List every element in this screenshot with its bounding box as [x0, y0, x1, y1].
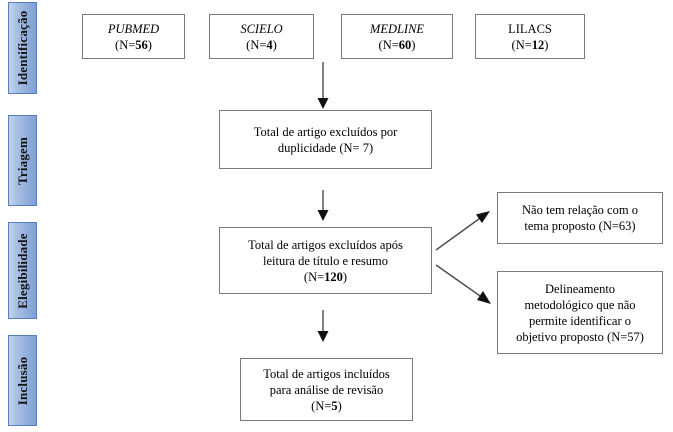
box-reason-method-text: Delineamento metodológico que não permit…: [502, 281, 658, 345]
source-count-scielo: (N=4): [246, 37, 277, 52]
stage-badge-identificacao: Identificação: [8, 2, 37, 94]
source-name-medline: MEDLINE: [369, 21, 425, 36]
source-box-lilacs-text: LILACS (N=12): [480, 21, 580, 53]
source-box-lilacs: LILACS (N=12): [475, 14, 585, 59]
source-box-scielo: SCIELO (N=4): [209, 14, 314, 59]
screened-line1: Total de artigos excluídos após: [248, 237, 403, 252]
screened-line2: leitura de título e resumo: [263, 253, 388, 268]
reason-offtopic-line1: Não tem relação com o: [522, 203, 638, 217]
source-count-lilacs: (N=12): [511, 37, 549, 52]
stage-label-elegibilidade: Elegibilidade: [14, 232, 30, 309]
source-count-value-pubmed: 56: [135, 37, 148, 52]
source-box-pubmed-text: PUBMED (N=56): [87, 21, 180, 53]
arrow-screened-to-reason-offtopic: [435, 211, 490, 251]
reason-method-line3: permite identificar o: [528, 313, 632, 328]
box-duplicates-excluded: Total de artigo excluídos por duplicidad…: [219, 110, 432, 169]
source-name-scielo: SCIELO: [240, 21, 283, 36]
stage-badge-inclusao: Inclusão: [8, 335, 37, 426]
arrow-duplicates-to-screened: [317, 190, 329, 221]
screened-count-value: 120: [324, 269, 343, 284]
reason-offtopic-line2: tema proposto (N=63): [524, 219, 636, 233]
included-line3: (N=5): [311, 398, 342, 413]
box-screened-excluded-text: Total de artigos excluídos após leitura …: [224, 237, 427, 285]
source-box-medline-text: MEDLINE (N=60): [346, 21, 448, 53]
stage-label-identificacao: Identificação: [14, 10, 30, 86]
reason-method-line2: metodológico que não: [524, 297, 636, 312]
source-count-value-medline: 60: [398, 37, 412, 52]
stage-label-inclusao: Inclusão: [14, 356, 30, 405]
source-count-value-lilacs: 12: [531, 37, 545, 52]
arrow-sources-to-duplicates: [317, 62, 329, 109]
box-screened-excluded: Total de artigos excluídos após leitura …: [219, 227, 432, 294]
duplicates-line1: Total de artigo excluídos por: [253, 124, 398, 139]
included-line1: Total de artigos incluídos: [263, 366, 390, 381]
source-count-medline: (N=60): [378, 37, 416, 52]
arrow-screened-to-reason-method: [435, 264, 491, 304]
included-line2: para análise de revisão: [269, 382, 384, 397]
source-box-pubmed: PUBMED (N=56): [82, 14, 185, 59]
included-count-value: 5: [331, 398, 338, 413]
source-count-pubmed: (N=56): [115, 37, 152, 52]
screened-line3: (N=120): [303, 269, 348, 284]
source-name-pubmed: PUBMED: [107, 21, 160, 36]
source-count-value-scielo: 4: [266, 37, 273, 52]
stage-badge-triagem: Triagem: [8, 115, 37, 206]
source-box-medline: MEDLINE (N=60): [341, 14, 453, 59]
box-included-studies-text: Total de artigos incluídos para análise …: [245, 366, 408, 414]
box-reason-method: Delineamento metodológico que não permit…: [497, 271, 663, 354]
arrow-screened-to-included: [317, 310, 329, 342]
box-duplicates-excluded-text: Total de artigo excluídos por duplicidad…: [224, 124, 427, 156]
stage-label-triagem: Triagem: [14, 136, 30, 185]
source-name-lilacs: LILACS: [508, 21, 552, 36]
box-reason-offtopic: Não tem relação com o tema proposto (N=6…: [497, 192, 663, 244]
box-included-studies: Total de artigos incluídos para análise …: [240, 358, 413, 421]
reason-method-line4: objetivo proposto (N=57): [516, 329, 644, 344]
source-box-scielo-text: SCIELO (N=4): [214, 21, 309, 53]
reason-method-line1: Delineamento: [544, 281, 616, 296]
stage-badge-elegibilidade: Elegibilidade: [8, 222, 37, 319]
box-reason-offtopic-text: Não tem relação com o tema proposto (N=6…: [502, 202, 658, 234]
duplicates-line2: duplicidade (N= 7): [277, 140, 374, 155]
